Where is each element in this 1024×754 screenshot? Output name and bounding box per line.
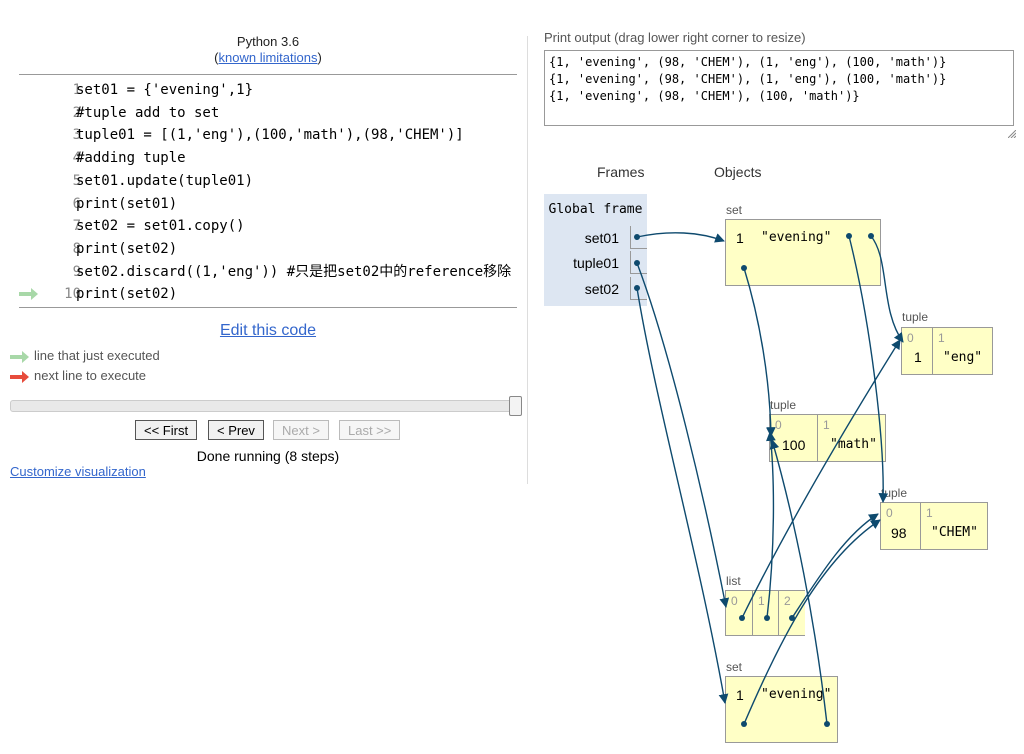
line-number: 5	[72, 172, 81, 189]
edit-code-row: Edit this code	[0, 322, 536, 340]
pointer-slot	[630, 226, 647, 249]
arrow-set02	[636, 287, 729, 704]
arrow-set1-tuple-math	[743, 267, 776, 437]
limitations-line: (known limitations)	[214, 50, 322, 65]
set1-item-1: 1	[736, 230, 744, 246]
set2-object: 1 "evening"	[725, 676, 838, 743]
objects-header: Objects	[714, 164, 762, 180]
run-status: Done running (8 steps)	[196, 448, 340, 464]
tuple-eng-object: 0 1 1 "eng"	[901, 327, 993, 375]
line-number: 4	[72, 150, 81, 167]
global-frame-title: Global frame	[548, 202, 643, 217]
set1-label: set	[726, 203, 743, 217]
set1-object: 1 "evening"	[725, 219, 881, 286]
next-button[interactable]: Next >	[273, 420, 329, 440]
line-number: 2	[72, 104, 81, 121]
line-number: 1	[72, 82, 81, 98]
var-set01: set01	[584, 230, 619, 246]
edit-code-link[interactable]: Edit this code	[219, 322, 317, 339]
line-text: set01 = {'evening',1}	[76, 82, 254, 98]
line-text: print(set01)	[76, 195, 178, 212]
tuple-eng-cell-1: 1 "eng"	[938, 331, 983, 365]
code-line: 2#tuple add to set	[19, 102, 517, 124]
output-line: {1, 'evening', (98, 'CHEM'), (100, 'math…	[549, 89, 860, 103]
arrow-list0-tuple-eng	[741, 339, 901, 619]
line-text: tuple01 = [(1,'eng'),(100,'math'),(98,'C…	[76, 127, 464, 144]
last-button[interactable]: Last >>	[339, 420, 401, 440]
tuple-math-cell-1: 1 "math"	[823, 418, 877, 452]
line-text: set02 = set01.copy()	[76, 218, 245, 235]
line-text: print(set02)	[76, 240, 178, 257]
legend-next: next line to execute	[10, 368, 146, 384]
tuple-eng-label: tuple	[902, 310, 929, 324]
legend-executed: line that just executed	[10, 348, 160, 364]
set2-label: set	[726, 660, 743, 674]
set1-item-evening: "evening"	[761, 230, 832, 245]
slider-thumb[interactable]	[509, 396, 522, 416]
line-number: 8	[72, 240, 81, 257]
print-output-box[interactable]: {1, 'evening', (98, 'CHEM'), (1, 'eng'),…	[544, 50, 1014, 126]
frames-header: Frames	[597, 164, 645, 180]
pointer-slot	[630, 277, 647, 300]
line-text: #tuple add to set	[76, 104, 220, 121]
code-line: 4#adding tuple	[19, 147, 517, 169]
language-label: Python 3.6	[236, 34, 300, 49]
green-arrow-icon	[10, 350, 29, 363]
resize-grip-icon[interactable]	[1008, 130, 1016, 138]
line-text: set02.discard((1,'eng')) #只是把set02中的refe…	[76, 263, 512, 280]
list-cell-1: 1	[753, 591, 779, 635]
known-limitations-link[interactable]: known limitations	[218, 50, 318, 65]
line-text: set01.update(tuple01)	[76, 172, 254, 189]
list-cell-2: 2	[784, 594, 791, 608]
line-number: 3	[72, 127, 81, 144]
arrow-tuple01	[636, 262, 730, 608]
tuple-math-label: tuple	[770, 398, 797, 412]
line-text: print(set02)	[76, 286, 178, 303]
tuple-chem-label: tuple	[881, 486, 908, 500]
tuple-eng-cell-0: 0 1	[902, 328, 933, 374]
customize-visualization-link[interactable]: Customize visualization	[10, 464, 146, 479]
tuple-chem-cell-1: 1 "CHEM"	[926, 506, 978, 540]
arrow-set01	[636, 232, 725, 243]
var-set02: set02	[584, 281, 619, 297]
list-cell-0: 0	[726, 591, 753, 635]
executed-line-arrow-icon	[19, 288, 38, 301]
tuple-chem-object: 0 98 1 "CHEM"	[880, 502, 988, 550]
global-frame: Global frame set01 tuple01 set02	[544, 194, 647, 306]
first-button[interactable]: << First	[135, 420, 198, 440]
prev-button[interactable]: < Prev	[208, 420, 264, 440]
pointer-slot	[630, 251, 647, 274]
line-number: 9	[72, 263, 81, 280]
set2-item-evening: "evening"	[761, 687, 832, 702]
tuple-math-object: 0 100 1 "math"	[769, 414, 886, 462]
execution-slider[interactable]	[10, 400, 512, 412]
line-number: 10	[64, 286, 81, 303]
output-line: {1, 'evening', (98, 'CHEM'), (1, 'eng'),…	[549, 72, 947, 86]
print-output-label: Print output (drag lower right corner to…	[544, 30, 806, 45]
red-arrow-icon	[10, 370, 29, 383]
line-number: 7	[72, 218, 81, 235]
set2-item-1: 1	[736, 687, 744, 703]
tuple-chem-cell-0: 0 98	[881, 503, 921, 549]
list-label: list	[726, 574, 741, 588]
tuple-math-cell-0: 0 100	[770, 415, 818, 461]
line-text: #adding tuple	[76, 150, 186, 167]
line-number: 6	[72, 195, 81, 212]
output-line: {1, 'evening', (98, 'CHEM'), (1, 'eng'),…	[549, 55, 947, 69]
list-object: 0 1 2	[725, 590, 805, 636]
var-tuple01: tuple01	[573, 255, 619, 271]
panel-divider	[527, 36, 528, 484]
